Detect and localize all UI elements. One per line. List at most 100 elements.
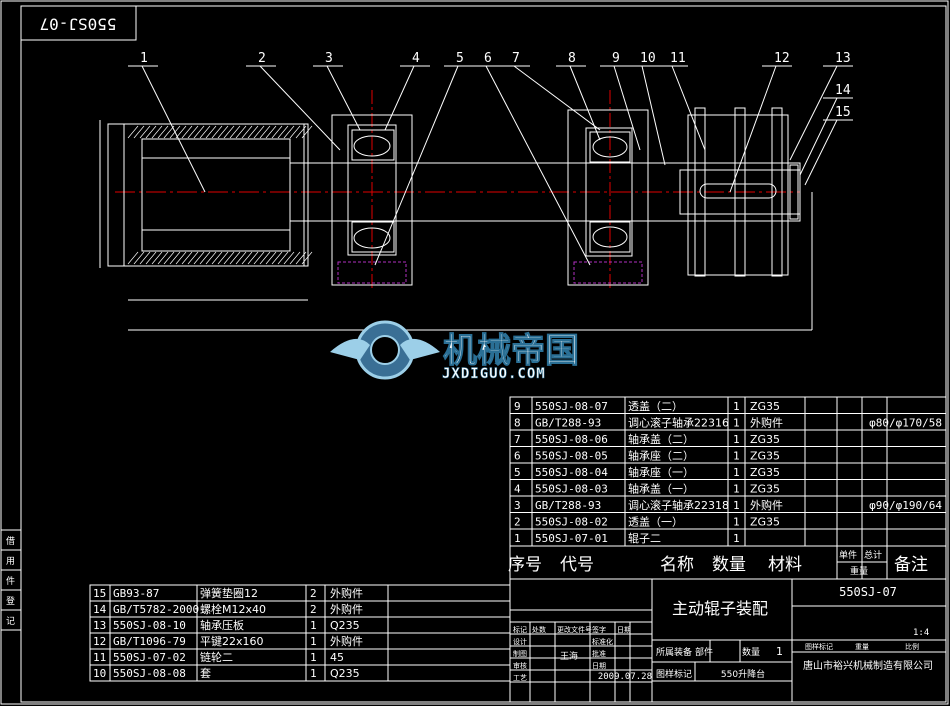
title-block-label: 图样标记	[805, 642, 833, 651]
side-label: 件	[6, 575, 15, 587]
bom-upper-cell: ZG35	[750, 450, 780, 463]
bom-upper-cell: ZG35	[750, 483, 780, 496]
bom-lower-cell: 1	[310, 635, 317, 648]
bom-lower-cell: 1	[310, 667, 317, 680]
bom-lower-cell: 螺栓M12x40	[200, 602, 266, 616]
title-block-label: 更改文件号	[557, 625, 592, 634]
bom-upper-cell: 6	[514, 450, 521, 463]
bom-header-no: 序号	[508, 555, 542, 575]
rotated-drawing-code: 550SJ-07	[39, 15, 116, 34]
bom-upper-cell: 外购件	[750, 416, 783, 430]
bom-upper	[509, 396, 947, 580]
balloon-9: 9	[612, 51, 620, 66]
bom-upper-cell: ZG35	[750, 400, 780, 413]
bom-lower-cell: 套	[200, 667, 211, 680]
bom-header: 序号 代号 名称 数量 材料 单件 总计 重量 备注	[508, 549, 928, 577]
balloon-2: 2	[258, 51, 266, 66]
bom-header-weight: 重量	[850, 565, 868, 577]
bom-header-total: 总计	[864, 549, 882, 561]
belongs-label: 所属装备	[656, 646, 692, 658]
bom-upper-cell: 1	[733, 433, 740, 446]
bom-lower-cell: 550SJ-08-10	[113, 619, 186, 632]
bom-lower-cell: 13	[93, 619, 106, 632]
bom-upper-cell: 1	[733, 516, 740, 529]
title-block-label: 签字	[592, 625, 606, 634]
bearing-housing-1	[331, 114, 413, 286]
bom-upper-cell: 透盖（二）	[628, 399, 683, 413]
bom-lower-cell: 2	[310, 603, 317, 616]
balloon-7: 7	[512, 51, 520, 66]
bom-lower-cell: 链轮二	[200, 650, 233, 664]
bom-header-code: 代号	[560, 555, 594, 575]
bom-lower-cell: 1	[310, 619, 317, 632]
bom-header-material: 材料	[768, 555, 802, 575]
bom-upper-cell: 1	[733, 532, 740, 545]
drawing-date: 2009.07.28	[598, 672, 652, 682]
bom-upper-cell: GB/T288-93	[535, 499, 601, 512]
title-block-label: 比例	[905, 642, 919, 651]
bom-lower-cell: Q235	[330, 619, 360, 632]
title-block-label: 制图	[513, 649, 527, 658]
bom-upper-cell: 调心滚子轴承22316	[628, 416, 729, 430]
bom-upper-cell: 550SJ-08-03	[535, 483, 608, 496]
bom-lower-cell: GB/T5782-2000	[113, 603, 199, 616]
balloon-14: 14	[835, 83, 851, 98]
bom-upper-cell: 轴承座（二）	[628, 449, 694, 463]
phase-label: 图样标记	[656, 668, 692, 680]
inner-frame	[20, 5, 947, 703]
shaft	[289, 162, 801, 222]
drawing-title: 主动辊子装配	[672, 599, 768, 618]
bom-lower-cell: 外购件	[330, 586, 363, 600]
bom-upper-cell: 轴承盖（一）	[628, 482, 694, 496]
drawing-scale: 1:4	[913, 628, 929, 638]
bom-lower-cell: 弹簧垫圈12	[200, 586, 258, 600]
bom-upper-cell: 550SJ-08-02	[535, 516, 608, 529]
bom-upper-cell: 透盖（一）	[628, 515, 683, 529]
bom-header-remark: 备注	[894, 555, 928, 575]
bom-upper-cell: 外购件	[750, 498, 783, 512]
bom-lower-cell: 14	[93, 603, 107, 616]
bom-upper-cell: 1	[733, 400, 740, 413]
part-label: 部件	[695, 646, 713, 658]
bom-lower-cell: 45	[330, 651, 344, 664]
bom-upper-cell: 1	[733, 417, 740, 430]
bom-lower-cell: 平键22x160	[200, 634, 264, 648]
bom-upper-cell: 550SJ-08-04	[535, 466, 608, 479]
bom-upper-cell: ZG35	[750, 516, 780, 529]
bom-lower-cell: 550SJ-08-08	[113, 667, 186, 680]
drawing-number: 550SJ-07	[839, 585, 897, 599]
title-block-label: 日期	[617, 626, 631, 634]
bom-upper-cell: GB/T288-93	[535, 417, 601, 430]
side-label: 借	[6, 535, 15, 547]
watermark-brand: 机械帝国	[443, 331, 579, 371]
bom-upper-cell: 8	[514, 417, 521, 430]
bom-upper-cell: 550SJ-07-01	[535, 532, 608, 545]
balloon-8: 8	[568, 51, 576, 66]
title-block-label: 设计	[513, 637, 527, 646]
side-label: 登	[6, 596, 15, 607]
bom-lower-cell: 轴承压板	[200, 618, 244, 632]
bom-upper-cell: 4	[514, 483, 521, 496]
bom-lower-cell: 1	[310, 651, 317, 664]
watermark-url: JXDIGUO.COM	[442, 366, 546, 382]
bom-upper-cell: 轴承座（一）	[628, 465, 694, 479]
balloon-1: 1	[140, 51, 148, 66]
bom-header-name: 名称	[660, 555, 694, 575]
balloon-3: 3	[325, 51, 333, 66]
balloon-10: 10	[640, 51, 656, 66]
side-label: 记	[6, 616, 15, 627]
balloon-12: 12	[774, 51, 790, 66]
bom-upper-cell: 550SJ-08-07	[535, 400, 608, 413]
bom-header-unit: 单件	[839, 549, 857, 561]
balloon-4: 4	[412, 51, 420, 66]
balloon-11: 11	[670, 51, 686, 66]
bom-header-qty: 数量	[712, 555, 746, 575]
title-block-label: 重量	[855, 643, 869, 651]
title-block-label: 日期	[592, 662, 606, 670]
bom-upper-cell: 调心滚子轴承22318	[628, 498, 729, 512]
bom-lower-cell: 15	[93, 587, 106, 600]
